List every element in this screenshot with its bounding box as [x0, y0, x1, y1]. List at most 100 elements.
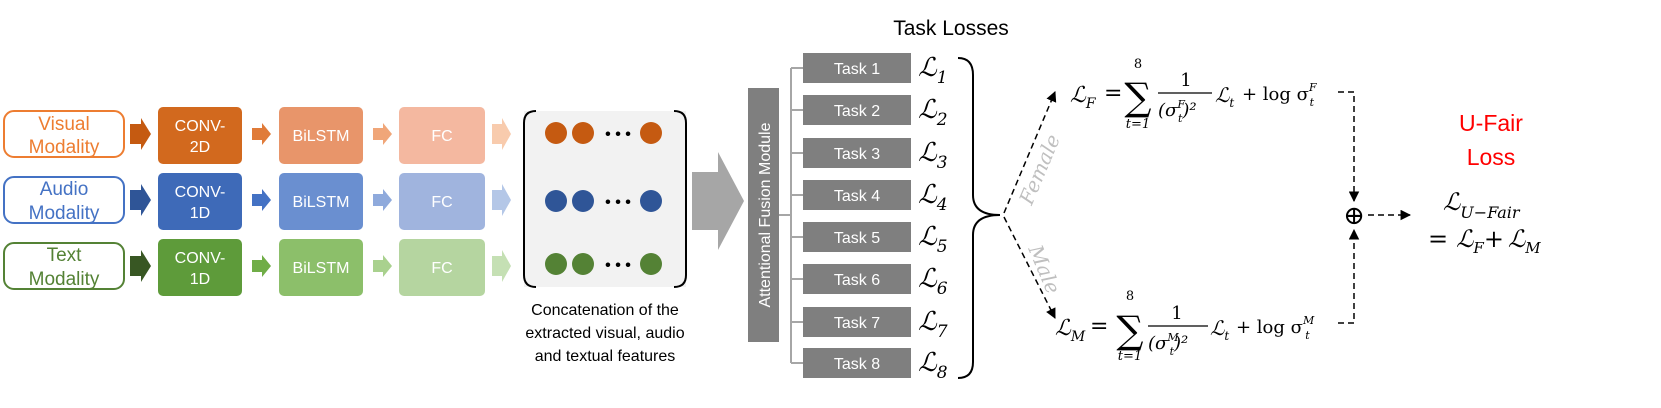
- task-loss-letter: ℒ: [918, 95, 938, 125]
- visual-modality-label-line2: Modality: [29, 137, 100, 158]
- ufair-title-line1: U-Fair: [1459, 110, 1523, 136]
- task-loss-symbol: ℒ7: [918, 307, 948, 342]
- text-bilstm-block: [279, 239, 363, 296]
- audio-arrow-3: [373, 189, 392, 211]
- visual-conv-label-line1: CONV-: [175, 118, 226, 135]
- task-loss-subscript: 4: [936, 195, 948, 215]
- task-losses-title: Task Losses: [893, 17, 1009, 40]
- task-label: Task 5: [834, 230, 880, 247]
- visual-feature-ellipsis: • • •: [605, 126, 631, 143]
- text-row: Text Modality CONV- 1D BiLSTM FC: [3, 239, 511, 296]
- fusion-to-task-connectors: [779, 67, 803, 364]
- female-label: Female: [1014, 131, 1065, 209]
- female-numerator: 1: [1180, 70, 1191, 91]
- audio-modality-label-line2: Modality: [29, 203, 100, 224]
- task-loss-symbol: ℒ2: [918, 95, 948, 130]
- ufair-formula-line2: =ℒF+ℒM: [1428, 225, 1541, 257]
- audio-feature-dot: [640, 190, 662, 212]
- task-loss-symbol: ℒ4: [918, 180, 948, 215]
- task-label: Task 4: [834, 188, 880, 205]
- audio-feature-dot: [572, 190, 594, 212]
- audio-conv-block: [158, 173, 242, 230]
- visual-conv-label-line2: 2D: [190, 139, 210, 156]
- task-box: [803, 348, 911, 378]
- text-conv-label-line1: CONV-: [175, 250, 226, 267]
- text-arrow-1: [130, 250, 151, 282]
- visual-feature-dot: [572, 122, 594, 144]
- features-left-bracket: [523, 110, 537, 288]
- text-modality-label-line1: Text: [47, 245, 83, 266]
- task-box: [803, 180, 911, 210]
- task-loss-subscript: 7: [937, 322, 948, 342]
- task-box: [803, 138, 911, 168]
- visual-modality-label-line1: Visual: [38, 114, 89, 135]
- features-right-bracket: [673, 110, 687, 288]
- task-label: Task 2: [834, 103, 880, 120]
- visual-feature-dot: [545, 122, 567, 144]
- female-sum-top: 8: [1134, 57, 1142, 72]
- task-loss-letter: ℒ: [918, 307, 938, 337]
- task-box: [803, 222, 911, 252]
- task-loss-letter: ℒ: [918, 180, 938, 210]
- visual-arrow-2: [252, 123, 271, 145]
- task-loss-subscript: 3: [937, 153, 948, 173]
- task-box: [803, 53, 911, 83]
- features-box: • • • • • • • • •: [523, 110, 687, 288]
- female-eq: =: [1104, 81, 1122, 106]
- female-to-oplus-connector: [1338, 91, 1360, 203]
- features-caption-line1: Concatenation of the: [531, 302, 679, 319]
- task-loss-symbol: ℒ5: [918, 222, 948, 257]
- male-numerator: 1: [1171, 303, 1182, 324]
- task-label: Task 7: [834, 315, 880, 332]
- male-lhs: ℒM: [1055, 316, 1086, 345]
- task-loss-subscript: 2: [936, 110, 948, 130]
- big-arrow: [692, 152, 744, 250]
- visual-modality-box: [3, 110, 125, 158]
- male-task-term: ℒt: [1210, 316, 1229, 343]
- task-label: Task 8: [834, 356, 880, 373]
- audio-modality-box: [3, 176, 125, 224]
- task-label: Task 3: [834, 146, 880, 163]
- audio-arrow-2: [252, 189, 271, 211]
- audio-conv-label-line2: 1D: [190, 205, 210, 222]
- task-loss-symbol: ℒ3: [918, 138, 948, 173]
- ufair-formula-line1: ℒU−Fair: [1443, 188, 1521, 222]
- visual-bilstm-block: [279, 107, 363, 164]
- task-box: [803, 264, 911, 294]
- task-box: [803, 95, 911, 125]
- fusion-module-box: [748, 88, 779, 342]
- text-bilstm-label: BiLSTM: [293, 260, 350, 277]
- visual-row: Visual Modality CONV- 2D BiLSTM FC: [3, 107, 511, 164]
- task-loss-symbol: ℒ6: [918, 264, 948, 299]
- audio-conv-label-line1: CONV-: [175, 184, 226, 201]
- female-dashed-arrow: [1003, 91, 1057, 214]
- task-loss-subscript: 8: [937, 363, 948, 383]
- text-conv-block: [158, 239, 242, 296]
- text-modality-box: [3, 242, 125, 290]
- text-feature-ellipsis: • • •: [605, 257, 631, 274]
- task-loss-subscript: 1: [937, 68, 948, 88]
- task-loss-symbol: ℒ1: [918, 53, 948, 88]
- audio-row: Audio Modality CONV- 1D BiLSTM FC: [3, 173, 511, 230]
- male-label: Male: [1023, 240, 1065, 297]
- oplus-symbol: ⊕: [1343, 201, 1365, 231]
- audio-arrow-1: [130, 184, 151, 216]
- audio-bilstm-label: BiLSTM: [293, 194, 350, 211]
- visual-bilstm-label: BiLSTM: [293, 128, 350, 145]
- audio-bilstm-block: [279, 173, 363, 230]
- audio-modality-label-line1: Audio: [40, 179, 89, 200]
- female-task-term: ℒt: [1215, 83, 1234, 110]
- visual-feature-dot: [640, 122, 662, 144]
- visual-arrow-3: [373, 123, 392, 145]
- female-lhs: ℒF: [1070, 83, 1097, 112]
- visual-conv-block: [158, 107, 242, 164]
- task-label: Task 1: [834, 61, 880, 78]
- task-box: [803, 307, 911, 337]
- visual-fc-label: FC: [431, 128, 452, 145]
